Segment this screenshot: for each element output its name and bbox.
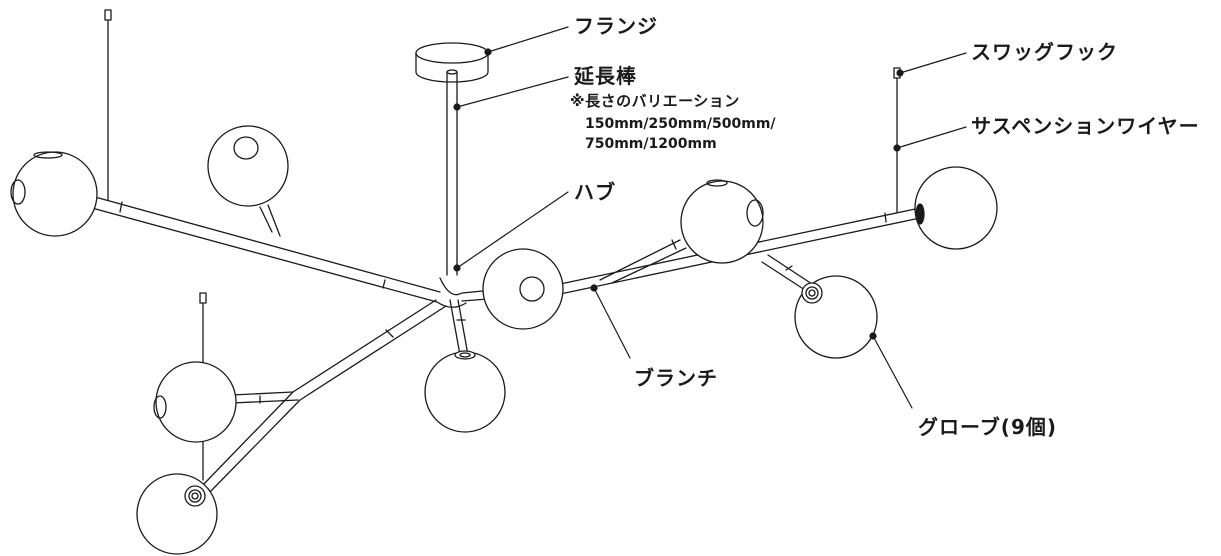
label-length-variation-line2: 750mm/1200mm	[585, 136, 717, 152]
globe-lower-right	[794, 275, 878, 359]
globe-center-bottom	[424, 350, 506, 433]
flange-part	[415, 42, 489, 83]
globe-upper-right	[680, 179, 764, 264]
globe-left-middle	[153, 361, 237, 443]
label-swag-hook: スワッグフック	[971, 40, 1118, 64]
globes	[10, 125, 998, 555]
leader-lines	[453, 26, 967, 409]
globe-far-right	[914, 166, 998, 250]
globe-upper-left	[207, 125, 289, 207]
globe-far-left	[10, 151, 98, 237]
globe-center	[482, 248, 564, 330]
label-hub: ハブ	[574, 180, 616, 204]
label-length-variation-title: ※長さのバリエーション	[570, 92, 740, 110]
extension-rod-part	[446, 69, 458, 276]
globe-bottom-left	[136, 473, 218, 555]
label-globe: グローブ(9個)	[918, 415, 1057, 439]
label-flange: フランジ	[574, 14, 658, 38]
label-branch: ブランチ	[634, 366, 718, 390]
label-extension-rod: 延長棒	[574, 64, 637, 88]
label-suspension-wire: サスペンションワイヤー	[971, 114, 1200, 138]
branches	[91, 196, 921, 495]
label-length-variation-line1: 150mm/250mm/500mm/	[585, 116, 776, 132]
